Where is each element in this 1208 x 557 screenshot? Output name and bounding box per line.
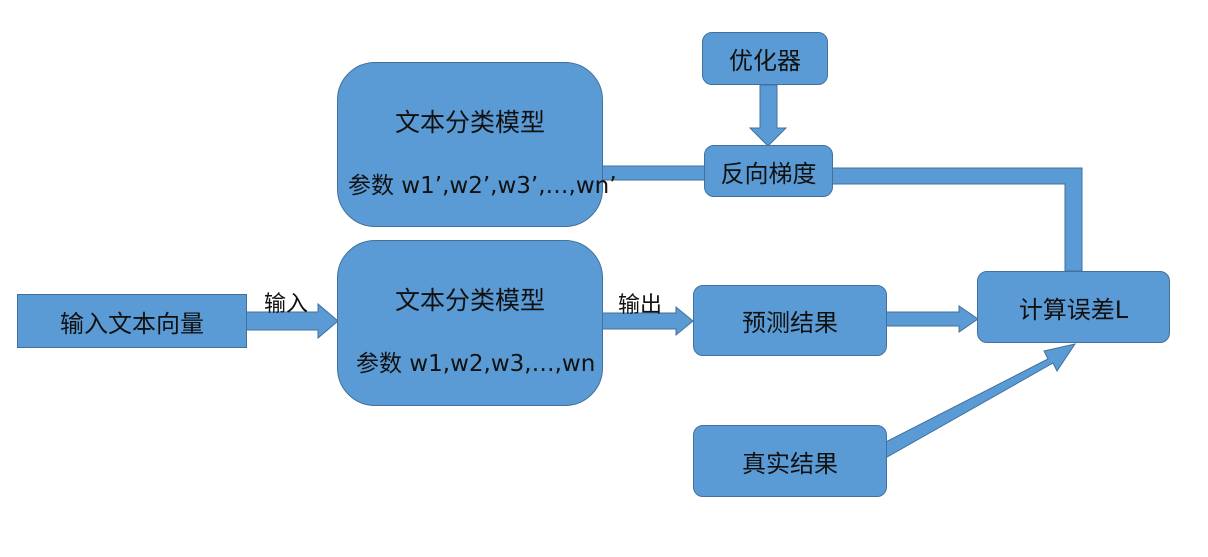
node-ground-truth-label: 真实结果 [742, 449, 838, 478]
arrow-prediction-to-loss [885, 305, 979, 333]
bar-loss-to-gradient [831, 167, 1083, 272]
arrow-input-to-model [245, 302, 339, 340]
node-backward-gradient-label: 反向梯度 [720, 159, 817, 188]
node-loss: 计算误差L [977, 271, 1170, 343]
node-input-vector-label: 输入文本向量 [60, 309, 204, 338]
edge-label-input: 输入 [264, 292, 309, 317]
node-optimizer: 优化器 [702, 32, 828, 85]
node-model-top: 文本分类模型 参数 w1’,w2’,w3’,…,wn’ [337, 62, 617, 227]
node-backward-gradient: 反向梯度 [704, 145, 833, 197]
model-bottom-title: 文本分类模型 [394, 286, 545, 315]
arrow-model-to-prediction [601, 305, 694, 337]
arrow-optimizer-to-gradient [748, 84, 788, 147]
node-input-vector: 输入文本向量 [17, 294, 247, 348]
node-prediction-label: 预测结果 [742, 309, 838, 337]
node-loss-label: 计算误差L [1018, 295, 1129, 324]
node-optimizer-label: 优化器 [729, 47, 801, 75]
node-prediction: 预测结果 [693, 285, 887, 356]
model-top-params: 参数 w1’,w2’,w3’,…,wn’ [348, 173, 617, 199]
node-model-bottom: 文本分类模型 参数 w1,w2,w3,…,wn [337, 240, 603, 406]
node-ground-truth: 真实结果 [693, 425, 887, 497]
arrow-truth-to-loss [873, 343, 1077, 462]
model-top-title: 文本分类模型 [394, 108, 545, 137]
model-bottom-params: 参数 w1,w2,w3,…,wn [356, 351, 596, 377]
edge-label-output: 输出 [618, 293, 663, 318]
